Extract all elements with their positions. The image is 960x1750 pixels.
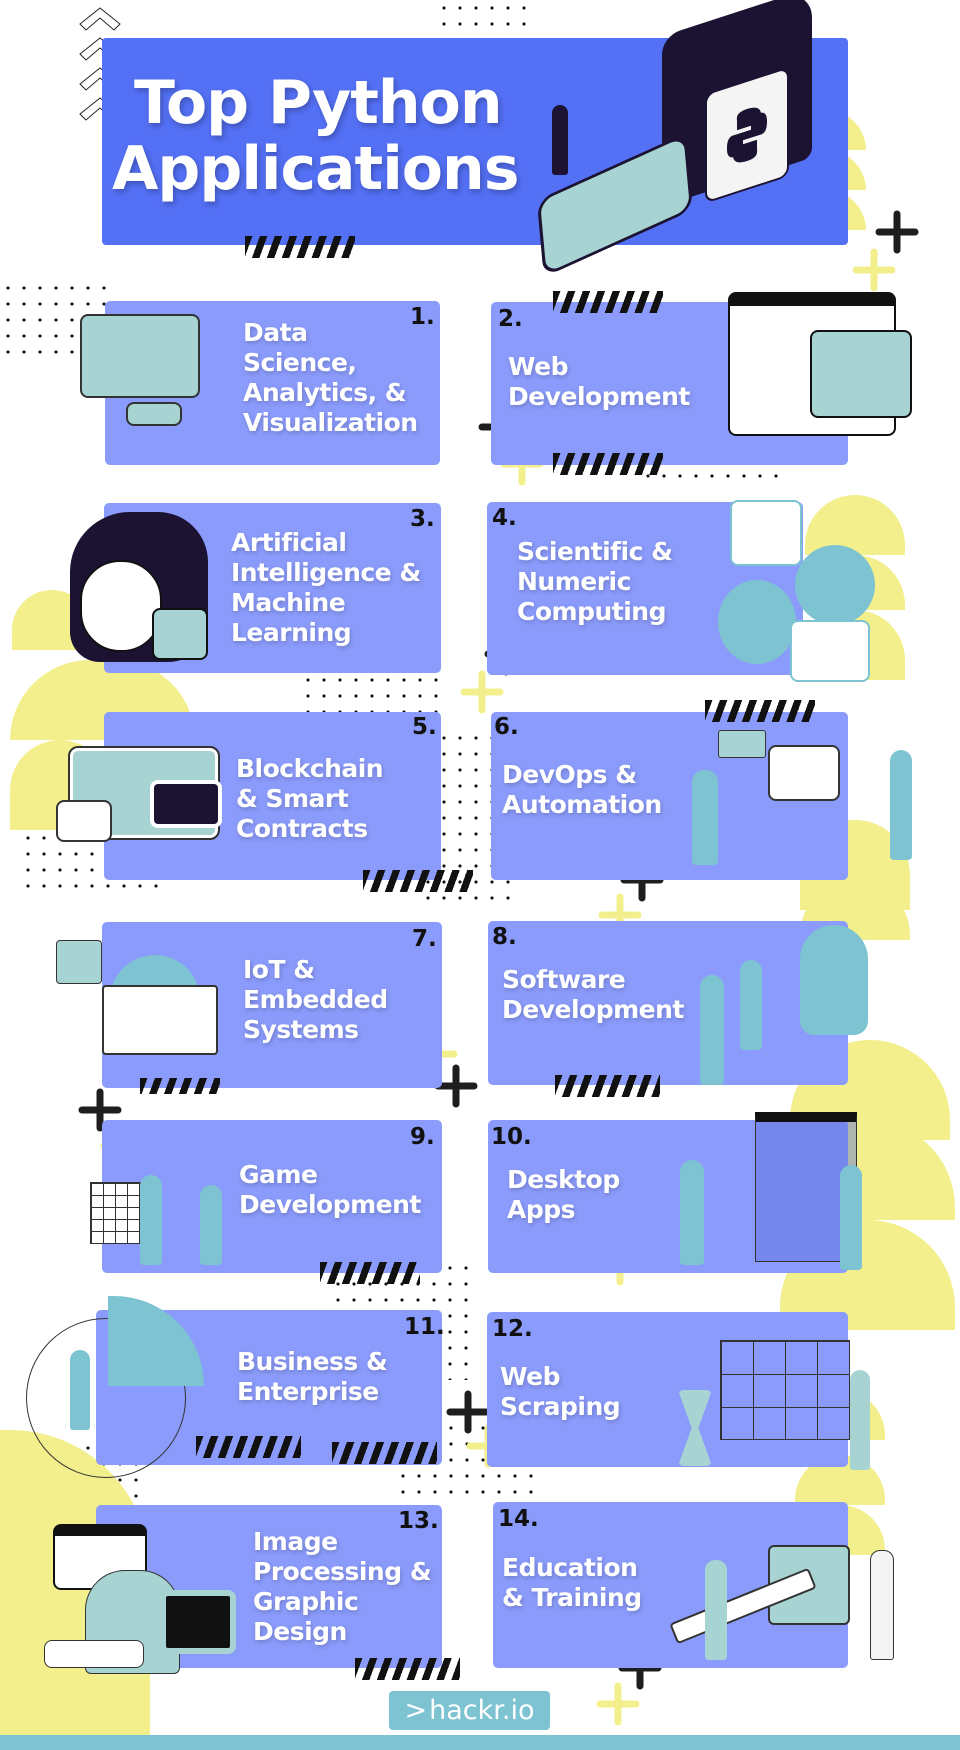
logo-text: hackr.io xyxy=(429,1695,535,1726)
card-title: IoT & Embedded Systems xyxy=(243,955,388,1044)
card-title: Blockchain & Smart Contracts xyxy=(236,754,384,843)
desk-monitor-illustration xyxy=(768,745,840,801)
card-title: Software Development xyxy=(502,965,684,1024)
stripes-decoration xyxy=(332,1442,437,1464)
person-circle-illustration xyxy=(718,580,796,664)
person-illustration xyxy=(840,1165,862,1270)
plus-icon xyxy=(875,210,919,254)
stripes-decoration xyxy=(555,1075,660,1097)
yellow-semicircle-decoration xyxy=(805,495,905,555)
stripes-decoration xyxy=(705,700,815,722)
person-illustration xyxy=(700,975,724,1085)
person-illustration xyxy=(552,105,568,175)
person-illustration xyxy=(850,1370,870,1470)
plus-icon xyxy=(460,670,504,714)
person-illustration xyxy=(680,1160,704,1265)
chart-card-illustration xyxy=(56,800,112,842)
person-illustration xyxy=(692,770,718,865)
card-title: Desktop Apps xyxy=(507,1165,620,1224)
stripes-decoration xyxy=(363,870,473,892)
stripes-decoration xyxy=(553,453,663,475)
smart-device-illustration xyxy=(56,940,102,984)
stripes-decoration xyxy=(196,1436,301,1458)
card-software-development xyxy=(488,921,848,1085)
card-title: Education & Training xyxy=(502,1553,642,1612)
dashboard-illustration xyxy=(80,314,200,398)
prompt-chevron-icon: > xyxy=(404,1695,428,1726)
laptop-illustration xyxy=(152,608,208,660)
card-number: 14. xyxy=(498,1506,539,1532)
grid-board-illustration xyxy=(720,1340,850,1440)
video-call-illustration xyxy=(790,620,870,682)
house-icon xyxy=(102,985,218,1055)
video-call-illustration xyxy=(730,500,802,566)
person-illustration xyxy=(200,1185,222,1265)
person-illustration xyxy=(870,1550,894,1660)
card-number: 12. xyxy=(492,1316,533,1342)
card-title: DevOps & Automation xyxy=(502,760,662,819)
card-number: 11. xyxy=(404,1314,445,1340)
hackr-io-logo[interactable]: >hackr.io xyxy=(389,1691,550,1730)
dashboard-card-illustration xyxy=(718,730,766,758)
widget-illustration xyxy=(126,402,182,426)
input-bar-illustration xyxy=(44,1640,144,1668)
card-title: Web Scraping xyxy=(500,1362,621,1421)
page-title: Top Python Applications xyxy=(112,68,519,204)
video-player-illustration xyxy=(150,780,222,828)
plus-icon xyxy=(852,248,896,292)
plus-icon xyxy=(434,1064,478,1108)
plus-icon xyxy=(446,1390,490,1434)
card-number: 4. xyxy=(492,505,517,531)
person-illustration xyxy=(140,1175,162,1265)
person-illustration xyxy=(70,1350,90,1430)
card-title: Scientific & Numeric Computing xyxy=(517,537,673,626)
card-title: Image Processing & Graphic Design xyxy=(253,1527,432,1646)
person-illustration xyxy=(740,960,762,1050)
card-title: Game Development xyxy=(239,1160,421,1219)
stripes-decoration xyxy=(245,236,355,258)
card-title: Web Development xyxy=(508,352,690,411)
plus-icon xyxy=(78,1088,122,1132)
card-number: 10. xyxy=(491,1124,532,1150)
person-illustration xyxy=(890,750,912,860)
stripes-decoration xyxy=(553,291,663,313)
photo-frame-illustration xyxy=(160,1590,236,1654)
python-logo-icon xyxy=(705,66,789,204)
footer-band xyxy=(0,1735,960,1750)
card-number: 3. xyxy=(410,506,435,532)
stripes-decoration xyxy=(355,1658,460,1680)
person-illustration xyxy=(705,1560,727,1660)
card-number: 7. xyxy=(412,926,437,952)
card-number: 13. xyxy=(398,1508,439,1534)
card-number: 6. xyxy=(494,714,519,740)
card-number: 1. xyxy=(410,304,435,330)
card-number: 2. xyxy=(498,306,523,332)
stripes-decoration xyxy=(140,1078,220,1094)
card-title: Business & Enterprise xyxy=(237,1347,388,1406)
stripes-decoration xyxy=(320,1262,420,1284)
circle-chart-illustration xyxy=(26,1318,186,1478)
lightbulb-illustration xyxy=(800,925,868,1035)
person-circle-illustration xyxy=(795,545,875,625)
card-title: Data Science, Analytics, & Visualization xyxy=(243,318,418,437)
image-frame-illustration xyxy=(810,330,912,418)
card-number: 9. xyxy=(410,1124,435,1150)
card-desktop-apps xyxy=(488,1120,848,1273)
card-number: 5. xyxy=(412,714,437,740)
plus-icon xyxy=(596,1682,640,1726)
card-number: 8. xyxy=(492,924,517,950)
card-title: Artificial Intelligence & Machine Learni… xyxy=(231,528,421,647)
brain-icon xyxy=(80,560,162,652)
